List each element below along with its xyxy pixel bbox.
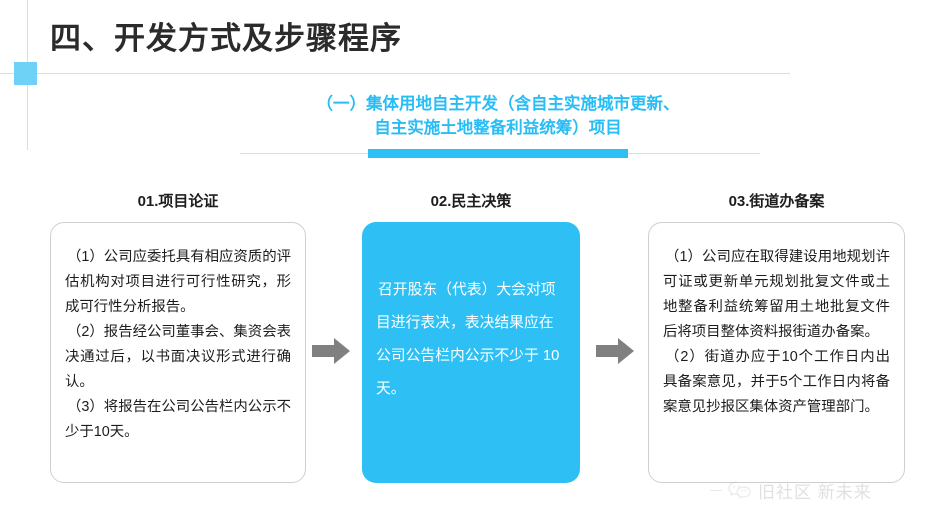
step-card-2-body: 召开股东（代表）大会对项目进行表决，表决结果应在公司公告栏内公示不少于 10 天… [362, 222, 580, 406]
wechat-icon [728, 481, 751, 498]
section-subtitle-line-2: 自主实施土地整备利益统筹）项目 [374, 119, 622, 137]
watermark-dash [710, 490, 722, 491]
decorative-horizontal-line [0, 73, 790, 74]
decorative-square [14, 62, 37, 85]
watermark-text: 旧社区 新未来 [758, 483, 872, 502]
step-card-1-body: （1）公司应委托具有相应资质的评估机构对项目进行可行性研究，形成可行性分析报告。… [51, 223, 305, 445]
watermark: 旧社区 新未来 [710, 478, 872, 503]
page-title: 四、开发方式及步骤程序 [50, 21, 402, 56]
subtitle-divider-bar [368, 149, 628, 158]
arrow-step1-to-step2 [312, 338, 350, 364]
arrow-right-icon [312, 338, 350, 364]
section-subtitle-line-1: （一）集体用地自主开发（含自主实施城市更新、 [316, 95, 680, 113]
arrow-step2-to-step3 [596, 338, 634, 364]
step-card-3: （1）公司应在取得建设用地规划许可证或更新单元规划批复文件或土地整备利益统筹留用… [648, 222, 905, 483]
step-1-paragraph-3: （3）将报告在公司公告栏内公示不少于10天。 [65, 399, 291, 440]
step-3-paragraph-2: （2）街道办应于10个工作日内出具备案意见，并于5个工作日内将备案意见抄报区集体… [663, 349, 890, 415]
step-card-1: （1）公司应委托具有相应资质的评估机构对项目进行可行性研究，形成可行性分析报告。… [50, 222, 306, 483]
step-header-3: 03.街道办备案 [728, 193, 825, 210]
step-card-3-body: （1）公司应在取得建设用地规划许可证或更新单元规划批复文件或土地整备利益统筹留用… [649, 223, 904, 420]
step-header-2: 02.民主决策 [430, 193, 512, 210]
step-1-paragraph-2: （2）报告经公司董事会、集资会表决通过后，以书面决议形式进行确认。 [65, 324, 291, 390]
step-1-paragraph-1: （1）公司应委托具有相应资质的评估机构对项目进行可行性研究，形成可行性分析报告。 [65, 249, 291, 315]
step-3-paragraph-1: （1）公司应在取得建设用地规划许可证或更新单元规划批复文件或土地整备利益统筹留用… [663, 249, 890, 340]
section-subtitle: （一）集体用地自主开发（含自主实施城市更新、 自主实施土地整备利益统筹）项目 [248, 92, 748, 140]
step-2-paragraph-1: 召开股东（代表）大会对项目进行表决，表决结果应在公司公告栏内公示不少于 10 天… [376, 282, 560, 397]
arrow-right-icon [596, 338, 634, 364]
step-header-1: 01.项目论证 [137, 193, 219, 210]
step-card-2: 召开股东（代表）大会对项目进行表决，表决结果应在公司公告栏内公示不少于 10 天… [362, 222, 580, 483]
